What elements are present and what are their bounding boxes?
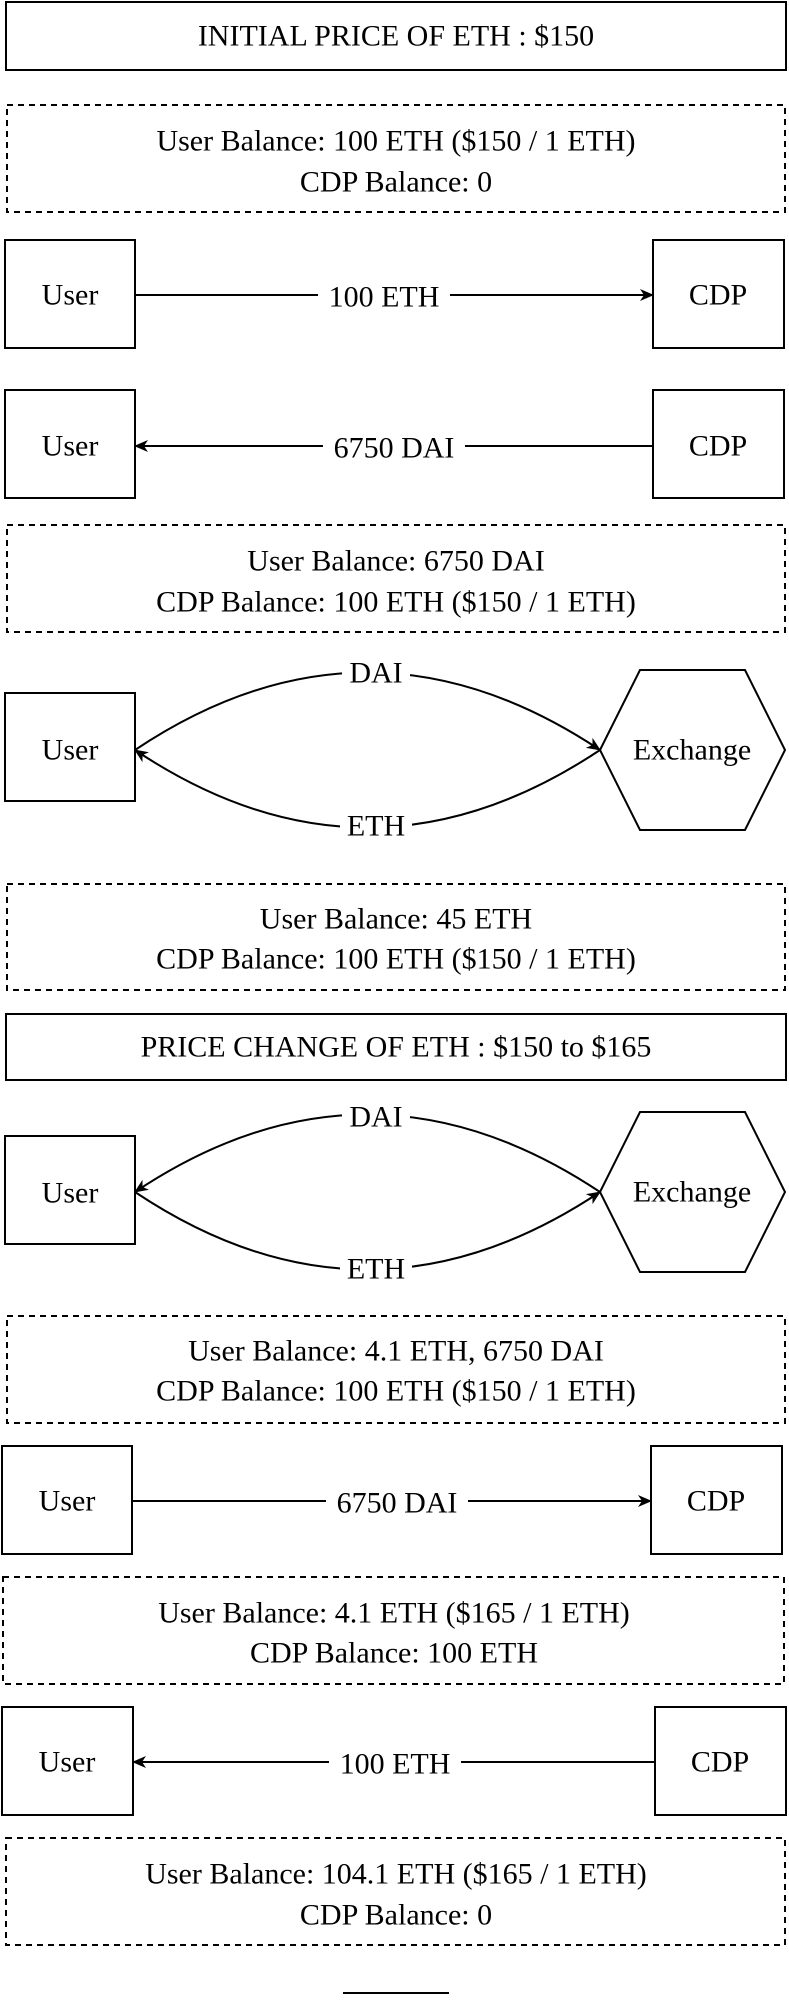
transfer-2-label: 6750 DAI — [334, 432, 455, 465]
transfer-1-label: 100 ETH — [329, 281, 440, 314]
user-node-label: User — [39, 1485, 96, 1518]
swap-1-top-label: DAI — [349, 657, 402, 690]
cdp-node — [652, 389, 785, 499]
user-node-label: User — [42, 430, 99, 463]
transfer-5-label: 6750 DAI — [337, 1487, 458, 1520]
balance-4-user: User Balance: 4.1 ETH, 6750 DAI — [188, 1335, 604, 1368]
swap-2-bottom-label: ETH — [347, 1253, 405, 1286]
cdp-node — [654, 1706, 787, 1816]
user-node — [1, 1445, 133, 1555]
price-change-text: PRICE CHANGE OF ETH : $150 to $165 — [141, 1031, 652, 1064]
balance-box-6: User Balance: 104.1 ETH ($165 / 1 ETH) C… — [5, 1837, 786, 1946]
initial-price-text: INITIAL PRICE OF ETH : $150 — [198, 20, 594, 53]
user-node — [1, 1706, 134, 1816]
swap-2-top-label: DAI — [349, 1101, 402, 1134]
exchange-swap-2: User Exchange DAI ETH — [4, 1099, 787, 1286]
exchange-node-label: Exchange — [633, 1176, 751, 1209]
transfer-2: User CDP 6750 DAI — [4, 389, 785, 499]
balance-2-cdp: CDP Balance: 100 ETH ($150 / 1 ETH) — [156, 586, 636, 619]
cdp-node-label: CDP — [689, 430, 747, 463]
exchange-node — [598, 1111, 787, 1273]
cdp-node — [652, 239, 785, 349]
balance-3-cdp: CDP Balance: 100 ETH ($150 / 1 ETH) — [156, 943, 636, 976]
initial-price-banner: INITIAL PRICE OF ETH : $150 — [5, 1, 787, 71]
balance-3-user: User Balance: 45 ETH — [260, 903, 532, 936]
exchange-swap-1: User Exchange DAI ETH — [4, 655, 787, 843]
exchange-node-label: Exchange — [633, 734, 751, 767]
transfer-6-label: 100 ETH — [340, 1748, 451, 1781]
balance-1-cdp: CDP Balance: 0 — [300, 166, 492, 199]
balance-4-cdp: CDP Balance: 100 ETH ($150 / 1 ETH) — [156, 1375, 636, 1408]
balance-box-1: User Balance: 100 ETH ($150 / 1 ETH) CDP… — [6, 104, 786, 213]
balance-box-5: User Balance: 4.1 ETH ($165 / 1 ETH) CDP… — [2, 1576, 785, 1685]
balance-box-2: User Balance: 6750 DAI CDP Balance: 100 … — [6, 524, 786, 633]
balance-box-4: User Balance: 4.1 ETH, 6750 DAI CDP Bala… — [6, 1315, 786, 1424]
balance-2-user: User Balance: 6750 DAI — [247, 545, 544, 578]
transfer-6: User CDP 100 ETH — [1, 1706, 787, 1816]
balance-1-user: User Balance: 100 ETH ($150 / 1 ETH) — [156, 125, 635, 158]
balance-box-3: User Balance: 45 ETH CDP Balance: 100 ET… — [6, 883, 786, 991]
user-node — [4, 1135, 136, 1245]
user-node-label: User — [42, 1177, 99, 1210]
transfer-5: User CDP 6750 DAI — [1, 1445, 783, 1555]
transfer-1: User CDP 100 ETH — [4, 239, 785, 349]
cdp-node-label: CDP — [687, 1485, 745, 1518]
user-node-label: User — [42, 279, 99, 312]
user-node-label: User — [42, 734, 99, 767]
balance-5-user: User Balance: 4.1 ETH ($165 / 1 ETH) — [158, 1597, 630, 1630]
balance-6-user: User Balance: 104.1 ETH ($165 / 1 ETH) — [145, 1858, 647, 1891]
balance-6-cdp: CDP Balance: 0 — [300, 1899, 492, 1932]
balance-5-cdp: CDP Balance: 100 ETH — [250, 1637, 538, 1670]
user-node — [4, 239, 136, 349]
price-change-banner: PRICE CHANGE OF ETH : $150 to $165 — [5, 1013, 787, 1081]
user-node-label: User — [39, 1746, 96, 1779]
user-node — [4, 692, 136, 802]
cdp-node-label: CDP — [691, 1746, 749, 1779]
exchange-node — [598, 669, 787, 831]
swap-1-bottom-label: ETH — [347, 810, 405, 843]
cdp-node-label: CDP — [689, 279, 747, 312]
user-node — [4, 389, 136, 499]
cdp-node — [650, 1445, 783, 1555]
